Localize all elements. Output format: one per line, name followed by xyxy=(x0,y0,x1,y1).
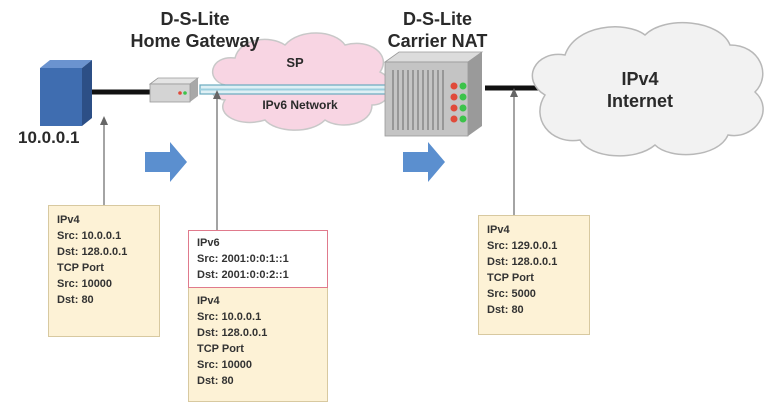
packet-line: IPv6 xyxy=(197,237,220,249)
carrier-nat-title: D-S-Lite Carrier NAT xyxy=(375,8,500,52)
home-gateway-title-line2: Home Gateway xyxy=(130,31,260,51)
home-gateway-device-icon xyxy=(148,77,200,103)
packet-line: Src: 10000 xyxy=(197,359,253,371)
packet-line: IPv4 xyxy=(197,295,220,307)
sp-cloud-label: SP xyxy=(286,55,304,70)
packet-line: Src: 10.0.0.1 xyxy=(57,230,122,242)
flow-arrow-icon xyxy=(403,142,445,182)
packet-line: Dst: 2001:0:0:2::1 xyxy=(197,269,289,281)
packet-line: Dst: 128.0.0.1 xyxy=(197,327,268,339)
packet-box-middle-outer: IPv6 Src: 2001:0:0:1::1 Dst: 2001:0:0:2:… xyxy=(188,230,328,288)
packet-box-right: IPv4 Src: 129.0.0.1 Dst: 128.0.0.1 TCP P… xyxy=(478,215,590,335)
packet-line: Dst: 128.0.0.1 xyxy=(487,256,558,268)
packet-line: TCP Port xyxy=(487,272,534,284)
packet-line: IPv4 xyxy=(57,214,80,226)
packet-box-left: IPv4 Src: 10.0.0.1 Dst: 128.0.0.1 TCP Po… xyxy=(48,205,160,337)
packet-box-middle-inner: IPv4 Src: 10.0.0.1 Dst: 128.0.0.1 TCP Po… xyxy=(188,282,328,402)
flow-arrow-icon xyxy=(145,142,187,182)
internet-cloud-label: IPv4 Internet xyxy=(585,68,695,112)
packet-line: Src: 10000 xyxy=(57,278,113,290)
host-computer-icon xyxy=(40,60,92,126)
packet-line: Dst: 80 xyxy=(197,375,234,387)
packet-line: Dst: 80 xyxy=(57,294,94,306)
packet-line: Dst: 128.0.0.1 xyxy=(57,246,128,258)
packet-line: Src: 129.0.0.1 xyxy=(487,240,558,252)
packet-line: Src: 2001:0:0:1::1 xyxy=(197,253,289,265)
packet-line: Dst: 80 xyxy=(487,304,524,316)
packet-line: Src: 10.0.0.1 xyxy=(197,311,262,323)
internet-label-line1: IPv4 xyxy=(621,69,659,89)
home-gateway-title: D-S-Lite Home Gateway xyxy=(115,8,275,52)
packet-line: Src: 5000 xyxy=(487,288,536,300)
ipv6-network-label: IPv6 Network xyxy=(262,98,338,112)
internet-label-line2: Internet xyxy=(606,91,673,111)
carrier-nat-device-icon xyxy=(383,51,484,137)
carrier-nat-title-line1: D-S-Lite xyxy=(403,9,472,29)
internet-cloud xyxy=(531,22,764,157)
packet-line: IPv4 xyxy=(487,224,510,236)
packet-line: TCP Port xyxy=(57,262,104,274)
home-gateway-title-line1: D-S-Lite xyxy=(160,9,230,29)
host-ip-label: 10.0.0.1 xyxy=(18,128,80,147)
packet-line: TCP Port xyxy=(197,343,244,355)
carrier-nat-title-line2: Carrier NAT xyxy=(387,31,488,51)
